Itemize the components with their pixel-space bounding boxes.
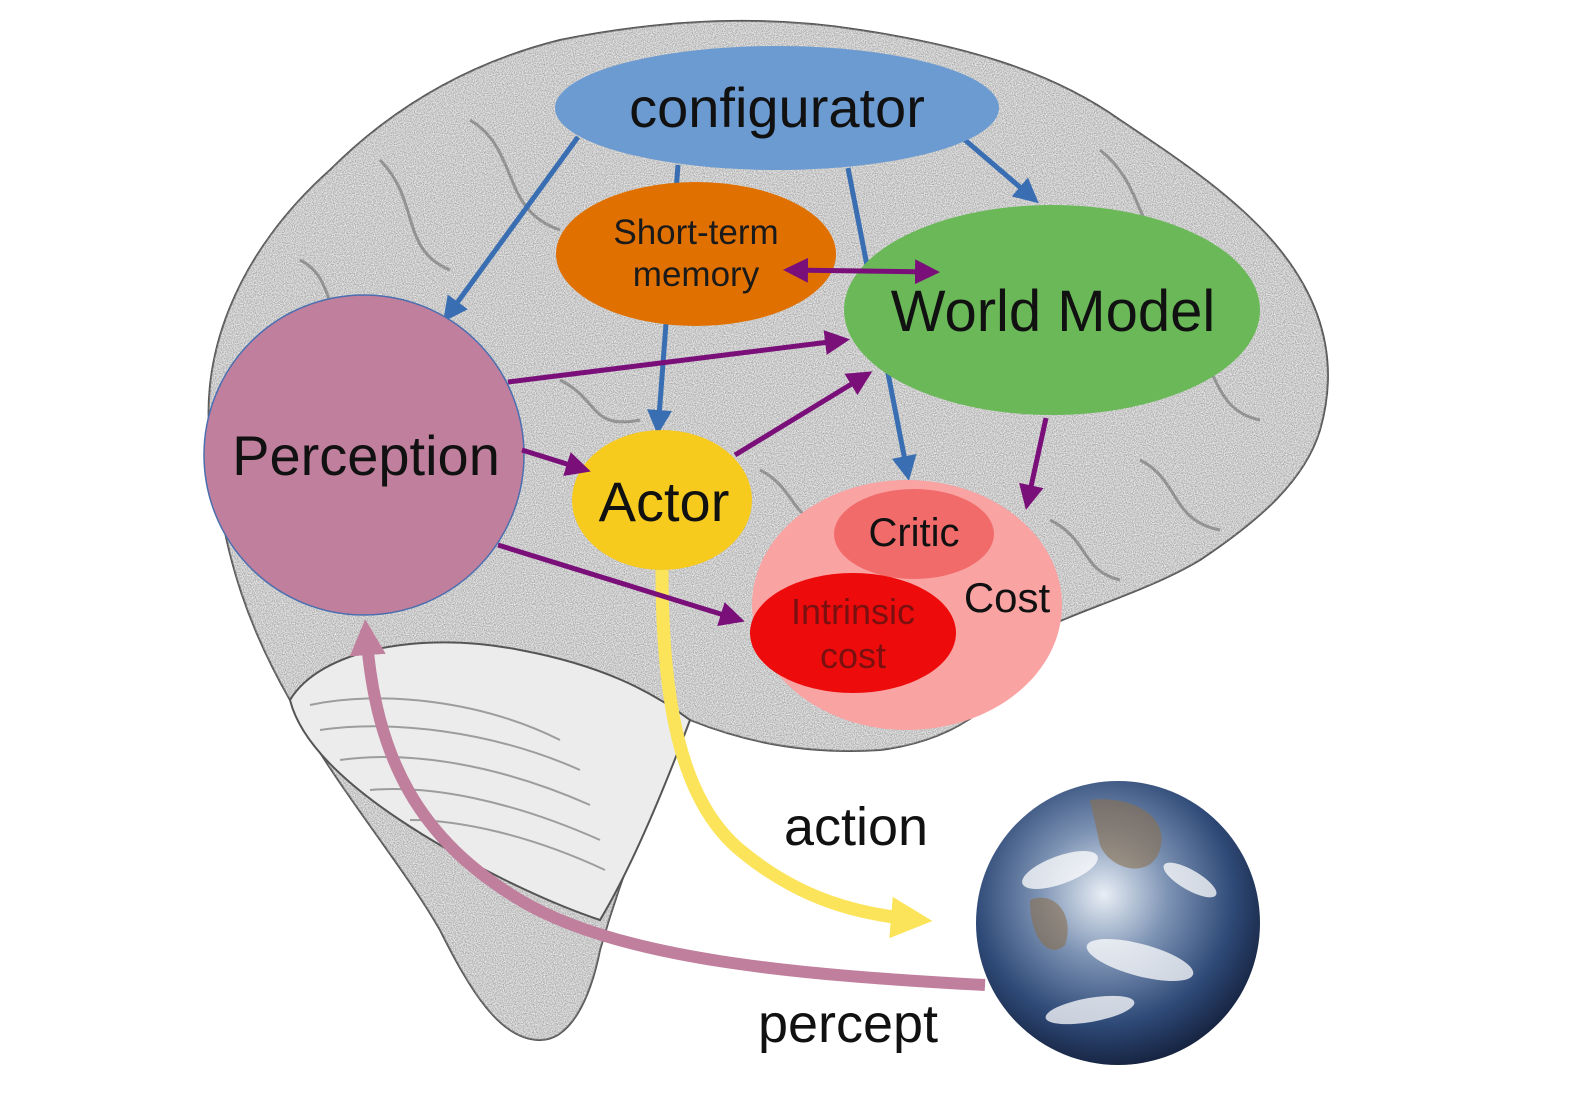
actor-label: Actor <box>599 470 730 533</box>
percept-arrow <box>349 619 986 991</box>
arrow-perception-to-world-model <box>507 330 850 385</box>
node-configurator <box>555 46 999 170</box>
arrow-actor-to-world-model <box>733 371 873 458</box>
short-term-memory-label-line2: memory <box>633 255 760 294</box>
critic-label: Critic <box>868 511 959 555</box>
arrow-perception-to-actor <box>521 447 591 476</box>
cost-label: Cost <box>964 574 1051 621</box>
short-term-memory-label-line1: Short-term <box>613 213 778 252</box>
node-perception <box>203 294 525 616</box>
intrinsic-cost-label-line1: Intrinsic <box>791 591 915 632</box>
node-actor <box>572 430 752 570</box>
arrow-memory-world-model <box>783 257 940 285</box>
cerebellum-folia <box>309 697 606 871</box>
configurator-label: configurator <box>629 76 925 139</box>
brain-cerebellum-shape <box>288 641 692 922</box>
arrow-perception-to-cost <box>497 542 745 627</box>
arrow-configurator-to-world-model <box>963 138 1039 204</box>
action-label: action <box>784 797 928 857</box>
action-arrow <box>655 569 933 939</box>
world-model-label: World Model <box>891 279 1216 344</box>
node-short-term-memory <box>556 182 836 326</box>
arrow-world-model-to-cost <box>1019 417 1049 510</box>
intrinsic-cost-label-line2: cost <box>820 635 886 676</box>
earth-globe-icon <box>976 781 1260 1065</box>
node-critic <box>834 489 994 579</box>
node-world-model <box>844 205 1260 415</box>
perception-label: Perception <box>232 424 500 487</box>
percept-label: percept <box>758 994 938 1054</box>
internal-arrows <box>497 257 1049 627</box>
arrow-configurator-to-perception <box>443 135 581 323</box>
node-intrinsic-cost <box>750 573 956 693</box>
